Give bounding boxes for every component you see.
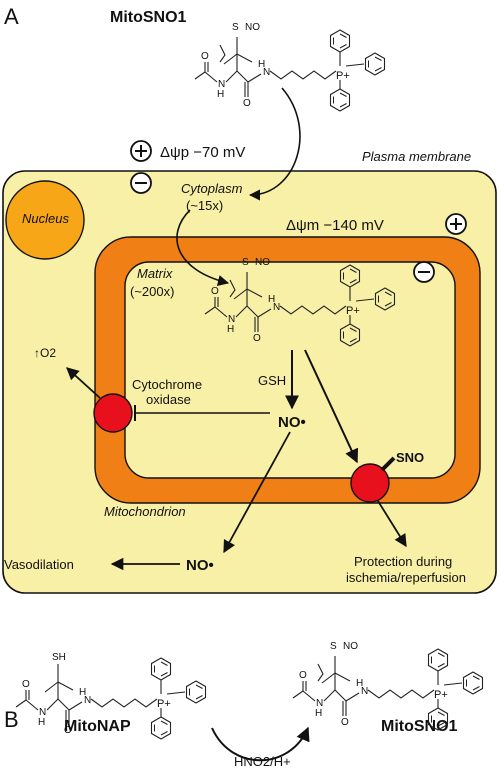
mitonap-h2: H	[79, 687, 86, 698]
mol-a-n2: N	[263, 67, 270, 78]
minus-icon	[130, 172, 152, 194]
mito-potential-label: Δψm −140 mV	[286, 217, 384, 234]
mol-a-n: N	[218, 79, 225, 90]
mol-a-s: S	[232, 22, 239, 33]
mol-c-no: NO	[343, 641, 358, 652]
plus-icon	[445, 213, 467, 235]
vasodilation-label: Vasodilation	[4, 557, 74, 572]
mol-a-no: NO	[245, 22, 260, 33]
cytoplasm-label: Cytoplasm	[181, 181, 243, 196]
mol-a-o1: O	[201, 51, 209, 62]
mol-b-o1: O	[211, 286, 219, 297]
protection-label-2: ischemia/reperfusion	[346, 570, 466, 585]
entry-arrow-plasma	[248, 87, 301, 201]
mitonap-sh: SH	[52, 652, 66, 663]
minus-icon	[413, 261, 435, 283]
o2-label: ↑O2	[34, 346, 56, 360]
top-compound-title: MitoSNO1	[110, 9, 187, 26]
mitonap-n2: N	[84, 695, 91, 706]
mol-b-no: NO	[255, 257, 270, 268]
protection-arrow	[377, 500, 407, 548]
panel-b-label: B	[4, 707, 19, 732]
mol-c-o1: O	[299, 670, 307, 681]
no-outer-label: NO•	[186, 557, 214, 574]
plasma-potential-label: Δψp −70 mV	[160, 144, 245, 161]
mol-a-h2: H	[258, 59, 265, 70]
cytochrome-label-1: Cytochrome	[132, 377, 202, 392]
mitosno1-structure-b	[292, 656, 463, 716]
reaction-arrow	[211, 726, 310, 762]
cytochrome-oxidase-complex	[93, 393, 133, 433]
mitonap-p: P+	[157, 698, 171, 710]
mol-b-n2: N	[273, 302, 280, 313]
sno-bond	[380, 456, 396, 472]
sno-complex	[350, 463, 390, 503]
sno-label: SNO	[396, 450, 424, 465]
mitonap-o2: O	[64, 725, 72, 736]
gsh-label: GSH	[258, 373, 286, 388]
entry-arrow-mito	[176, 209, 230, 287]
mol-c-s: S	[330, 641, 337, 652]
mol-a-p: P+	[336, 70, 350, 82]
mitonap-structure	[15, 664, 186, 724]
mitonap-h: H	[38, 717, 45, 728]
panel-a-label: A	[4, 4, 19, 29]
cytoplasm-fold-label: (~15x)	[186, 198, 223, 213]
mol-b-h2: H	[268, 294, 275, 305]
mol-b-s: S	[242, 257, 249, 268]
reagent-label: HNO2/H+	[234, 754, 291, 769]
matrix-label: Matrix	[137, 266, 173, 281]
mitosno1-structure-matrix	[204, 272, 375, 332]
mitonap-title: MitoNAP	[64, 718, 131, 735]
cytochrome-label-2: oxidase	[146, 392, 191, 407]
mol-a-o2: O	[243, 98, 251, 109]
matrix-fold-label: (~200x)	[130, 284, 174, 299]
o2-arrow	[66, 367, 101, 399]
protection-label-1: Protection during	[354, 554, 452, 569]
no-inner-label: NO•	[278, 414, 306, 431]
mol-c-o2: O	[341, 717, 349, 728]
mol-b-n: N	[228, 314, 235, 325]
mitosno1-title-b: MitoSNO1	[381, 718, 458, 735]
nucleus	[5, 180, 85, 260]
mol-b-p: P+	[346, 305, 360, 317]
mol-c-h: H	[315, 708, 322, 719]
mitonap-n: N	[39, 707, 46, 718]
mitochondrion-label: Mitochondrion	[104, 504, 186, 519]
plasma-membrane-label: Plasma membrane	[362, 149, 471, 164]
nucleus-label: Nucleus	[22, 211, 69, 226]
mol-a-h: H	[217, 89, 224, 100]
mitonap-o1: O	[22, 679, 30, 690]
mol-c-n: N	[316, 698, 323, 709]
mitochondrion-matrix	[124, 261, 456, 479]
mol-c-n2: N	[361, 686, 368, 697]
mitosno1-structure-top	[194, 37, 365, 97]
mol-c-h2: H	[356, 678, 363, 689]
no-outward-arrow	[223, 431, 291, 554]
mol-b-h: H	[227, 324, 234, 335]
plus-icon	[130, 140, 152, 162]
mol-c-p: P+	[434, 689, 448, 701]
mol-b-o2: O	[253, 333, 261, 344]
sno-arrow	[304, 349, 359, 464]
